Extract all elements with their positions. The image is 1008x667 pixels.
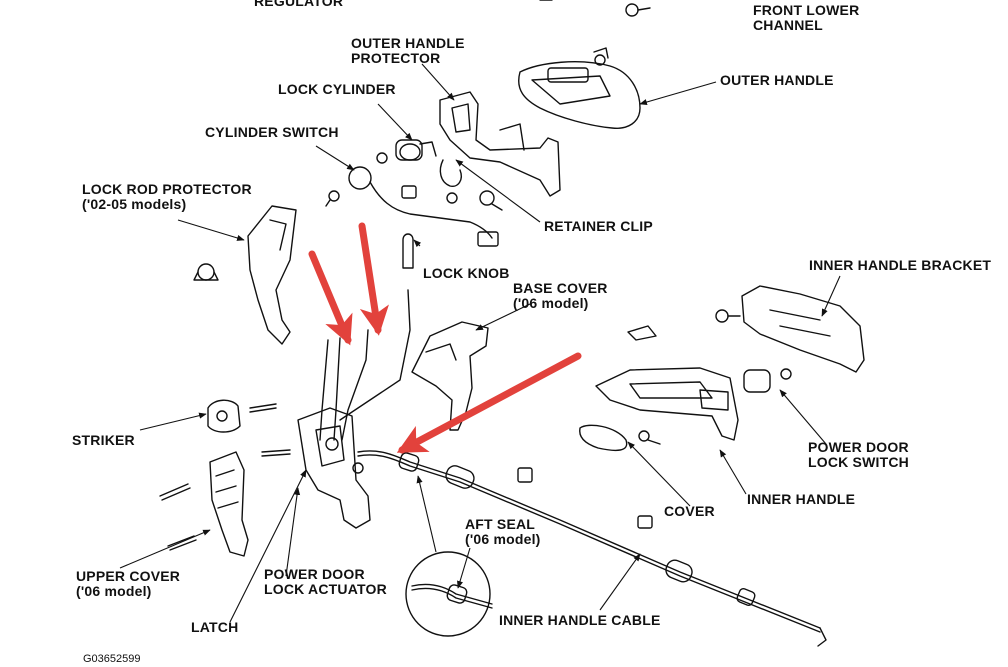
- latch-actuator-part: [261, 407, 371, 529]
- inner-handle-bracket-part: [627, 285, 865, 373]
- power-door-lock-switch-part: [743, 368, 792, 393]
- label-inner-handle-bracket: INNER HANDLE BRACKET: [809, 257, 992, 273]
- label-upper-cover: UPPER COVER ('06 model): [76, 568, 181, 599]
- red-annotation-arrows: [308, 222, 582, 454]
- label-lock-rod-protector: LOCK ROD PROTECTOR ('02-05 models): [82, 181, 252, 212]
- inner-handle-cable-part: [357, 450, 827, 647]
- label-retainer-clip: RETAINER CLIP: [544, 218, 653, 234]
- label-outer-handle: OUTER HANDLE: [720, 72, 834, 88]
- outer-handle-part: [518, 47, 641, 129]
- lock-knob-part: [402, 233, 414, 269]
- striker-part: [207, 399, 277, 433]
- label-inner-handle-cable: INNER HANDLE CABLE: [499, 612, 661, 628]
- leader-lines: [119, 63, 841, 623]
- outer-handle-protector-part: [439, 91, 561, 197]
- label-power-door-lock-actuator: POWER DOOR LOCK ACTUATOR: [264, 566, 387, 597]
- label-aft-seal: AFT SEAL ('06 model): [465, 516, 541, 547]
- label-lock-knob: LOCK KNOB: [423, 265, 510, 281]
- label-cylinder-switch: CYLINDER SWITCH: [205, 124, 339, 140]
- label-regulator: REGULATOR: [254, 0, 344, 9]
- cylinder-switch-part: [325, 166, 499, 247]
- label-striker: STRIKER: [72, 432, 135, 448]
- lock-rod-protector-part: [193, 205, 297, 345]
- label-cover: COVER: [664, 503, 715, 519]
- label-outer-handle-protector: OUTER HANDLE PROTECTOR: [351, 35, 465, 66]
- label-front-lower-channel: FRONT LOWER CHANNEL: [753, 2, 860, 33]
- label-power-door-lock-switch: POWER DOOR LOCK SWITCH: [808, 439, 909, 470]
- inner-handle-part: [579, 367, 739, 452]
- red-arrow-right: [396, 352, 582, 454]
- red-arrow-middle: [358, 222, 389, 336]
- label-latch: LATCH: [191, 619, 239, 635]
- lock-cylinder-part: [376, 139, 437, 164]
- aft-seal-detail-circle: [405, 551, 493, 637]
- label-inner-handle: INNER HANDLE: [747, 491, 856, 507]
- red-arrow-left: [308, 250, 353, 346]
- upper-cover-part: [159, 451, 249, 557]
- figure-code: G03652599: [83, 653, 141, 665]
- base-cover-part: [411, 321, 489, 431]
- top-bolts: [439, 0, 651, 211]
- label-lock-cylinder: LOCK CYLINDER: [278, 81, 396, 97]
- label-base-cover: BASE COVER ('06 model): [513, 280, 608, 311]
